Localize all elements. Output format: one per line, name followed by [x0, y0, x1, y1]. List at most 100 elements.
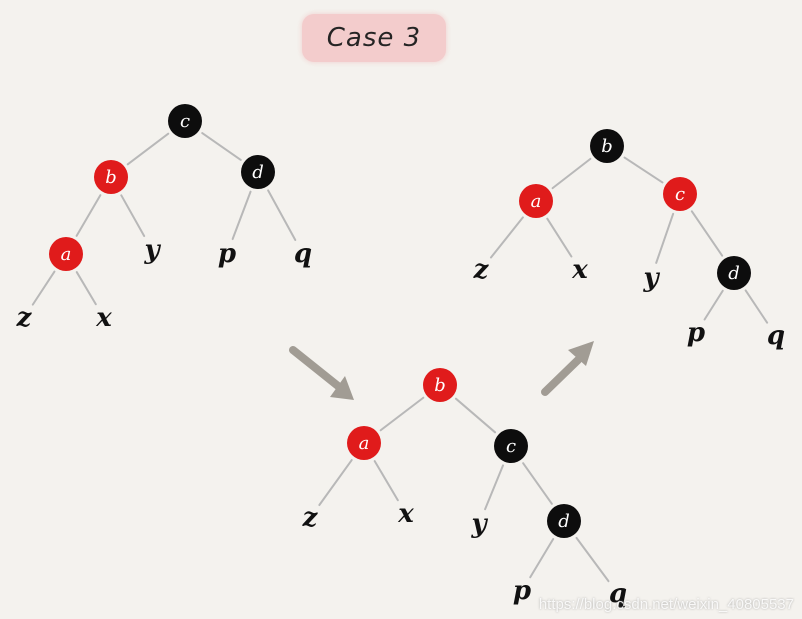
node-tree-after-c: c: [663, 177, 697, 211]
node-label: d: [728, 263, 740, 284]
node-label: c: [506, 436, 516, 457]
edge-tree-after-a-z: [489, 216, 524, 259]
node-label: z: [302, 503, 319, 533]
edge-tree-before-b-a: [75, 194, 102, 237]
arrow-down-right: [289, 346, 354, 400]
node-tree-rotated-d: d: [547, 504, 581, 538]
node-circle: [663, 177, 697, 211]
watermark: https://blog.csdn.net/weixin_40805537: [538, 596, 794, 613]
edge-tree-rotated-a-x: [373, 460, 399, 502]
node-tree-rotated-q: q: [609, 579, 627, 609]
edge-tree-rotated-b-c: [454, 397, 497, 434]
node-circle: [94, 160, 128, 194]
node-label: p: [513, 576, 531, 606]
edge-tree-rotated-d-p: [529, 538, 555, 579]
node-label: c: [180, 111, 190, 132]
node-tree-before-a: a: [49, 237, 83, 271]
node-label: q: [767, 321, 785, 351]
node-circle: [168, 104, 202, 138]
node-label: d: [252, 162, 264, 183]
node-label: p: [687, 318, 705, 348]
node-label: d: [558, 511, 570, 532]
edge-tree-before-a-z: [31, 270, 56, 306]
node-tree-after-x: x: [571, 255, 588, 285]
edge-tree-after-a-x: [546, 217, 573, 258]
node-label: p: [218, 239, 236, 269]
edge-tree-before-c-b: [126, 132, 170, 166]
title-badge: Case 3: [302, 14, 446, 62]
edge-tree-before-c-d: [201, 132, 242, 161]
node-label: z: [473, 255, 490, 285]
node-label: b: [601, 136, 613, 157]
node-tree-before-q: q: [294, 239, 312, 269]
node-tree-after-b: b: [590, 129, 624, 163]
node-tree-rotated-c: c: [494, 429, 528, 463]
node-tree-before-c: c: [168, 104, 202, 138]
edge-tree-before-d-q: [267, 189, 297, 241]
node-tree-rotated-y: y: [470, 509, 488, 539]
edge-tree-after-c-d: [690, 210, 724, 257]
node-tree-rotated-x: x: [397, 499, 414, 529]
node-label: q: [609, 579, 627, 609]
node-label: a: [359, 433, 370, 454]
node-label: q: [294, 239, 312, 269]
node-circle: [347, 426, 381, 460]
edge-tree-rotated-b-a: [379, 396, 425, 432]
arrow-up-right: [541, 341, 594, 396]
node-label: x: [95, 303, 112, 333]
node-tree-rotated-z: z: [302, 503, 319, 533]
node-tree-rotated-b: b: [423, 368, 457, 402]
transition-arrows: [289, 341, 594, 400]
node-label: y: [642, 263, 660, 293]
node-tree-after-y: y: [642, 263, 660, 293]
node-label: z: [16, 303, 33, 333]
node-label: x: [397, 499, 414, 529]
node-tree-before-z: z: [16, 303, 33, 333]
node-circle: [547, 504, 581, 538]
node-tree-before-x: x: [95, 303, 112, 333]
diagram-title: Case 3: [326, 23, 422, 53]
tree-edges: [31, 132, 769, 583]
node-circle: [241, 155, 275, 189]
node-circle: [423, 368, 457, 402]
edge-tree-after-b-a: [551, 157, 592, 190]
node-circle: [717, 256, 751, 290]
node-tree-after-d: d: [717, 256, 751, 290]
edge-tree-rotated-c-y: [484, 464, 505, 511]
node-tree-rotated-p: p: [513, 576, 531, 606]
edge-tree-rotated-c-d: [522, 462, 553, 505]
node-circle: [494, 429, 528, 463]
edge-tree-rotated-d-q: [575, 536, 610, 583]
node-label: b: [434, 375, 446, 396]
node-label: b: [105, 167, 117, 188]
node-tree-after-z: z: [473, 255, 490, 285]
edge-tree-after-d-p: [703, 289, 724, 321]
node-tree-before-y: y: [143, 235, 161, 265]
node-tree-after-q: q: [767, 321, 785, 351]
node-label: a: [531, 191, 542, 212]
edge-tree-before-d-p: [231, 190, 252, 241]
node-tree-after-p: p: [687, 318, 705, 348]
node-circle: [590, 129, 624, 163]
edge-tree-after-c-y: [655, 212, 675, 264]
node-label: y: [143, 235, 161, 265]
edge-tree-before-a-x: [75, 271, 97, 306]
node-circle: [519, 184, 553, 218]
node-label: y: [470, 509, 488, 539]
edge-tree-after-b-c: [623, 156, 664, 184]
node-label: x: [571, 255, 588, 285]
edge-tree-after-d-q: [744, 289, 769, 324]
edge-tree-rotated-a-z: [318, 459, 353, 507]
node-tree-before-d: d: [241, 155, 275, 189]
node-label: a: [61, 244, 72, 265]
node-tree-after-a: a: [519, 184, 553, 218]
edge-tree-before-b-y: [120, 194, 146, 238]
node-label: c: [675, 184, 685, 205]
node-tree-before-b: b: [94, 160, 128, 194]
node-tree-rotated-a: a: [347, 426, 381, 460]
node-circle: [49, 237, 83, 271]
node-tree-before-p: p: [218, 239, 236, 269]
